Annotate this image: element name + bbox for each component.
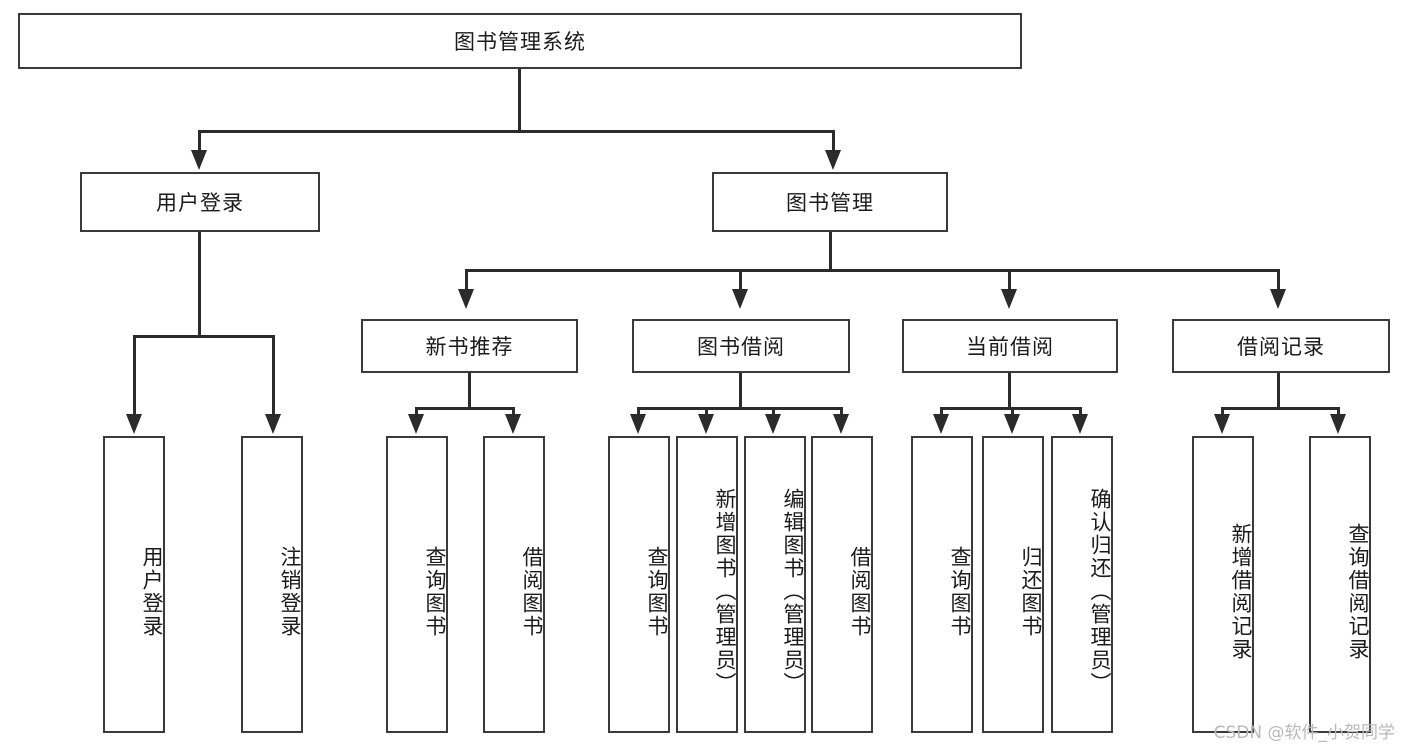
arrowhead-book-manage <box>825 150 841 170</box>
node-leaf-borrow-book-label: 借阅图书 <box>848 545 872 638</box>
node-root[interactable]: 图书管理系统 <box>18 13 1022 69</box>
connector-bb-drop-3 <box>772 407 775 416</box>
connector-to-borrow-record <box>1277 269 1280 291</box>
arrowhead-leaf-logout <box>265 414 281 434</box>
node-leaf-edit-book-label: 编辑图书（管理员） <box>781 488 805 695</box>
connector-user-login-bus <box>133 335 275 338</box>
node-leaf-query-book-current[interactable]: 查询图书 <box>911 436 973 733</box>
connector-new-book-recommend-stem <box>468 373 471 409</box>
connector-book-borrow-bus <box>637 407 843 410</box>
connector-to-current-borrow <box>1008 269 1011 291</box>
connector-borrow-record-bus <box>1221 407 1340 410</box>
node-book-manage-label: 图书管理 <box>786 191 874 215</box>
connector-br-drop-2 <box>1337 407 1340 416</box>
connector-bb-drop-1 <box>637 407 640 416</box>
node-leaf-logout-label: 注销登录 <box>278 545 302 638</box>
connector-level2-bus <box>198 130 835 133</box>
arrowhead-book-borrow <box>732 289 748 309</box>
node-user-login[interactable]: 用户登录 <box>80 172 320 232</box>
node-book-borrow-label: 图书借阅 <box>697 335 785 359</box>
node-user-login-label: 用户登录 <box>156 191 244 215</box>
node-new-book-recommend[interactable]: 新书推荐 <box>361 319 578 373</box>
node-leaf-add-book-label: 新增图书（管理员） <box>713 488 737 695</box>
arrowhead-borrow-record <box>1270 289 1286 309</box>
arrowhead-leaf-add-record <box>1214 414 1230 434</box>
connector-new-book-recommend-bus <box>415 407 515 410</box>
node-leaf-borrow-book[interactable]: 借阅图书 <box>811 436 873 733</box>
arrowhead-leaf-query-record <box>1330 414 1346 434</box>
node-leaf-query-book-rec[interactable]: 查询图书 <box>386 436 448 733</box>
arrowhead-leaf-user-login <box>126 414 142 434</box>
arrowhead-leaf-borrow-book <box>833 414 849 434</box>
node-leaf-confirm-return[interactable]: 确认归还（管理员） <box>1051 436 1113 733</box>
connector-level3-bus <box>465 269 1279 272</box>
node-borrow-record-label: 借阅记录 <box>1237 335 1325 359</box>
arrowhead-leaf-query-book-rec <box>408 414 424 434</box>
node-leaf-query-book-borrow-label: 查询图书 <box>645 545 669 638</box>
connector-user-login-right-drop <box>272 335 275 416</box>
node-leaf-query-record-label: 查询借阅记录 <box>1346 522 1370 661</box>
node-borrow-record[interactable]: 借阅记录 <box>1172 319 1390 373</box>
node-leaf-user-login[interactable]: 用户登录 <box>103 436 165 733</box>
node-leaf-logout[interactable]: 注销登录 <box>241 436 303 733</box>
connector-book-borrow-stem <box>739 373 742 409</box>
node-leaf-borrow-book-rec-label: 借阅图书 <box>520 545 544 638</box>
node-leaf-edit-book[interactable]: 编辑图书（管理员） <box>744 436 806 733</box>
node-leaf-user-login-label: 用户登录 <box>140 545 164 638</box>
arrowhead-leaf-borrow-book-rec <box>505 414 521 434</box>
connector-book-manage-stem <box>829 232 832 271</box>
arrowhead-leaf-query-book-current <box>933 414 949 434</box>
connector-cb-drop-1 <box>940 407 943 416</box>
connector-to-new-book-recommend <box>465 269 468 291</box>
arrowhead-leaf-add-book <box>698 414 714 434</box>
connector-nbr-right-drop <box>512 407 515 416</box>
connector-bb-drop-4 <box>840 407 843 416</box>
arrowhead-leaf-return-book <box>1004 414 1020 434</box>
node-leaf-add-record[interactable]: 新增借阅记录 <box>1192 436 1254 733</box>
node-leaf-query-book-current-label: 查询图书 <box>948 545 972 638</box>
node-leaf-query-book-rec-label: 查询图书 <box>423 545 447 638</box>
arrowhead-leaf-confirm-return <box>1072 414 1088 434</box>
node-leaf-borrow-book-rec[interactable]: 借阅图书 <box>483 436 545 733</box>
connector-bb-drop-2 <box>705 407 708 416</box>
node-book-borrow[interactable]: 图书借阅 <box>632 319 850 373</box>
node-leaf-return-book[interactable]: 归还图书 <box>982 436 1044 733</box>
connector-nbr-left-drop <box>415 407 418 416</box>
node-current-borrow[interactable]: 当前借阅 <box>902 319 1118 373</box>
connector-to-book-manage <box>832 130 835 152</box>
watermark: CSDN @软件_小贺同学 <box>1213 723 1395 743</box>
arrowhead-new-book-recommend <box>458 289 474 309</box>
node-leaf-add-record-label: 新增借阅记录 <box>1229 522 1253 661</box>
connector-root-stem <box>518 69 521 132</box>
connector-user-login-stem <box>198 232 201 338</box>
arrowhead-current-borrow <box>1001 289 1017 309</box>
node-leaf-query-record[interactable]: 查询借阅记录 <box>1309 436 1371 733</box>
node-new-book-recommend-label: 新书推荐 <box>425 335 514 359</box>
connector-br-drop-1 <box>1221 407 1224 416</box>
node-book-manage[interactable]: 图书管理 <box>712 172 948 232</box>
connector-cb-drop-3 <box>1079 407 1082 416</box>
node-current-borrow-label: 当前借阅 <box>966 335 1054 359</box>
connector-to-book-borrow <box>739 269 742 291</box>
arrowhead-leaf-edit-book <box>765 414 781 434</box>
node-leaf-return-book-label: 归还图书 <box>1019 545 1043 638</box>
connector-borrow-record-stem <box>1277 373 1280 409</box>
node-leaf-add-book[interactable]: 新增图书（管理员） <box>676 436 738 733</box>
connector-cb-drop-2 <box>1011 407 1014 416</box>
node-leaf-query-book-borrow[interactable]: 查询图书 <box>608 436 670 733</box>
arrowhead-user-login <box>191 150 207 170</box>
node-leaf-confirm-return-label: 确认归还（管理员） <box>1088 488 1112 695</box>
connector-current-borrow-stem <box>1008 373 1011 409</box>
connector-user-login-left-drop <box>133 335 136 416</box>
node-root-label: 图书管理系统 <box>454 30 586 54</box>
arrowhead-leaf-query-book-borrow <box>630 414 646 434</box>
connector-to-user-login <box>198 130 201 152</box>
